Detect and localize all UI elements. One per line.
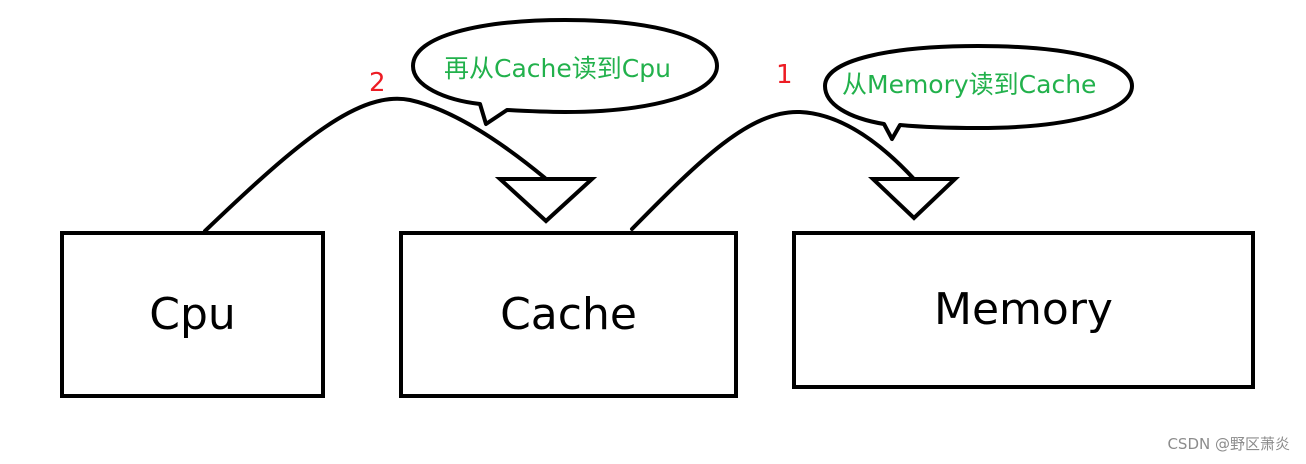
speech-bubble-cache-to-cpu (411, 18, 719, 126)
bubble-text-cache-to-cpu: 再从Cache读到Cpu (444, 54, 671, 83)
memory-box: Memory (792, 231, 1255, 389)
bubble-text-memory-to-cache: 从Memory读到Cache (842, 70, 1097, 99)
speech-bubble-memory-to-cache (823, 44, 1134, 141)
cache-box: Cache (399, 231, 738, 398)
cache-label: Cache (500, 288, 637, 340)
arrowhead-into-cache (494, 177, 598, 224)
step-number-1: 1 (776, 60, 793, 90)
arc-cache-to-memory (630, 109, 915, 231)
step-number-2: 2 (369, 68, 386, 98)
cpu-label: Cpu (149, 288, 236, 340)
arc-cpu-to-cache (203, 96, 547, 233)
arrowhead-into-memory (867, 177, 961, 221)
watermark: CSDN @野区萧炎 (1167, 435, 1290, 453)
memory-label: Memory (934, 284, 1113, 335)
cpu-box: Cpu (60, 231, 325, 398)
